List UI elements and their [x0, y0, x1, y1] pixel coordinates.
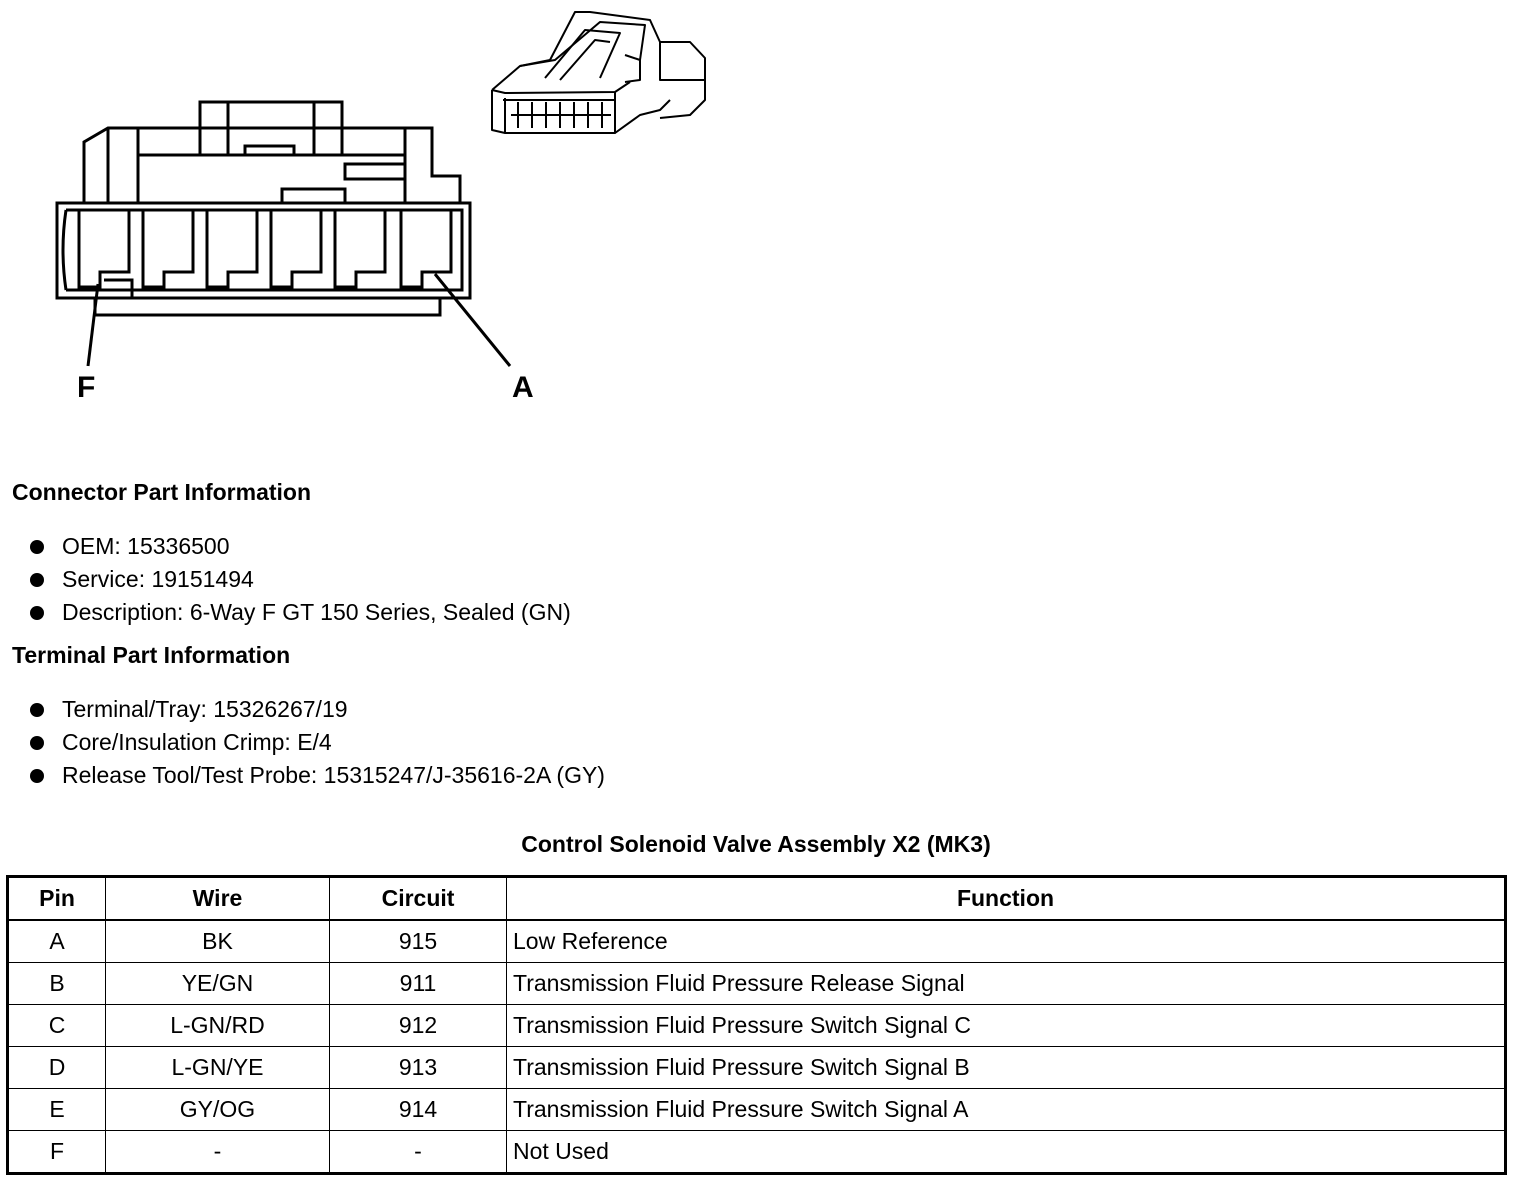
cell-pin: B — [7, 962, 106, 1005]
cell-function: Transmission Fluid Pressure Switch Signa… — [506, 1088, 1506, 1131]
list-item: Service: 19151494 — [30, 563, 571, 596]
cell-circuit: 914 — [329, 1088, 507, 1131]
bullet-icon — [30, 573, 44, 587]
cell-wire: L-GN/RD — [105, 1004, 330, 1047]
cell-pin: A — [7, 919, 106, 963]
header-pin: Pin — [7, 876, 106, 921]
connector-3d-view — [491, 11, 706, 134]
list-item: Description: 6-Way F GT 150 Series, Seal… — [30, 596, 571, 629]
cell-circuit: 911 — [329, 962, 507, 1005]
cell-pin: D — [7, 1046, 106, 1089]
connector-face-drawing — [55, 11, 706, 367]
bullet-icon — [30, 540, 44, 554]
pin-a-label: A — [512, 371, 534, 404]
cell-pin: C — [7, 1004, 106, 1047]
cell-function: Transmission Fluid Pressure Release Sign… — [506, 962, 1506, 1005]
cell-pin: F — [7, 1130, 106, 1174]
cell-wire: YE/GN — [105, 962, 330, 1005]
list-item: OEM: 15336500 — [30, 530, 571, 563]
cell-circuit: 913 — [329, 1046, 507, 1089]
list-item: Terminal/Tray: 15326267/19 — [30, 693, 605, 726]
cell-pin: E — [7, 1088, 106, 1131]
header-function: Function — [506, 876, 1506, 921]
cell-function: Low Reference — [506, 919, 1506, 963]
connector-oem: OEM: 15336500 — [62, 533, 230, 559]
cell-circuit: 912 — [329, 1004, 507, 1047]
terminal-info-list: Terminal/Tray: 15326267/19 Core/Insulati… — [30, 693, 605, 792]
pin-f-label: F — [77, 371, 96, 404]
cell-wire: - — [105, 1130, 330, 1174]
connector-diagram: F A — [0, 0, 760, 420]
table-row: E GY/OG 914 Transmission Fluid Pressure … — [7, 1088, 1506, 1131]
table-row: C L-GN/RD 912 Transmission Fluid Pressur… — [7, 1004, 1506, 1047]
bullet-icon — [30, 703, 44, 717]
terminal-tray: Terminal/Tray: 15326267/19 — [62, 696, 348, 722]
table-row: D L-GN/YE 913 Transmission Fluid Pressur… — [7, 1046, 1506, 1089]
connector-info-list: OEM: 15336500 Service: 19151494 Descript… — [30, 530, 571, 629]
terminal-release-tool: Release Tool/Test Probe: 15315247/J-3561… — [62, 762, 605, 788]
table-header-row: Pin Wire Circuit Function — [7, 876, 1506, 921]
cell-wire: GY/OG — [105, 1088, 330, 1131]
cell-wire: L-GN/YE — [105, 1046, 330, 1089]
cell-function: Transmission Fluid Pressure Switch Signa… — [506, 1004, 1506, 1047]
cell-circuit: - — [329, 1130, 507, 1174]
pinout-table: Pin Wire Circuit Function A BK 915 Low R… — [6, 875, 1507, 1175]
bullet-icon — [30, 769, 44, 783]
list-item: Release Tool/Test Probe: 15315247/J-3561… — [30, 759, 605, 792]
header-circuit: Circuit — [329, 876, 507, 921]
cell-function: Not Used — [506, 1130, 1506, 1174]
terminal-crimp: Core/Insulation Crimp: E/4 — [62, 729, 332, 755]
connector-service: Service: 19151494 — [62, 566, 254, 592]
connector-description: Description: 6-Way F GT 150 Series, Seal… — [62, 599, 571, 625]
connector-info-title: Connector Part Information — [12, 479, 312, 505]
list-item: Core/Insulation Crimp: E/4 — [30, 726, 605, 759]
terminal-info-title: Terminal Part Information — [12, 642, 291, 668]
table-row: F - - Not Used — [7, 1130, 1506, 1174]
table-title: Control Solenoid Valve Assembly X2 (MK3) — [521, 831, 991, 857]
cell-wire: BK — [105, 919, 330, 963]
table-row: B YE/GN 911 Transmission Fluid Pressure … — [7, 962, 1506, 1005]
bullet-icon — [30, 736, 44, 750]
header-wire: Wire — [105, 876, 330, 921]
bullet-icon — [30, 606, 44, 620]
table-row: A BK 915 Low Reference — [7, 919, 1506, 963]
cell-circuit: 915 — [329, 919, 507, 963]
cell-function: Transmission Fluid Pressure Switch Signa… — [506, 1046, 1506, 1089]
